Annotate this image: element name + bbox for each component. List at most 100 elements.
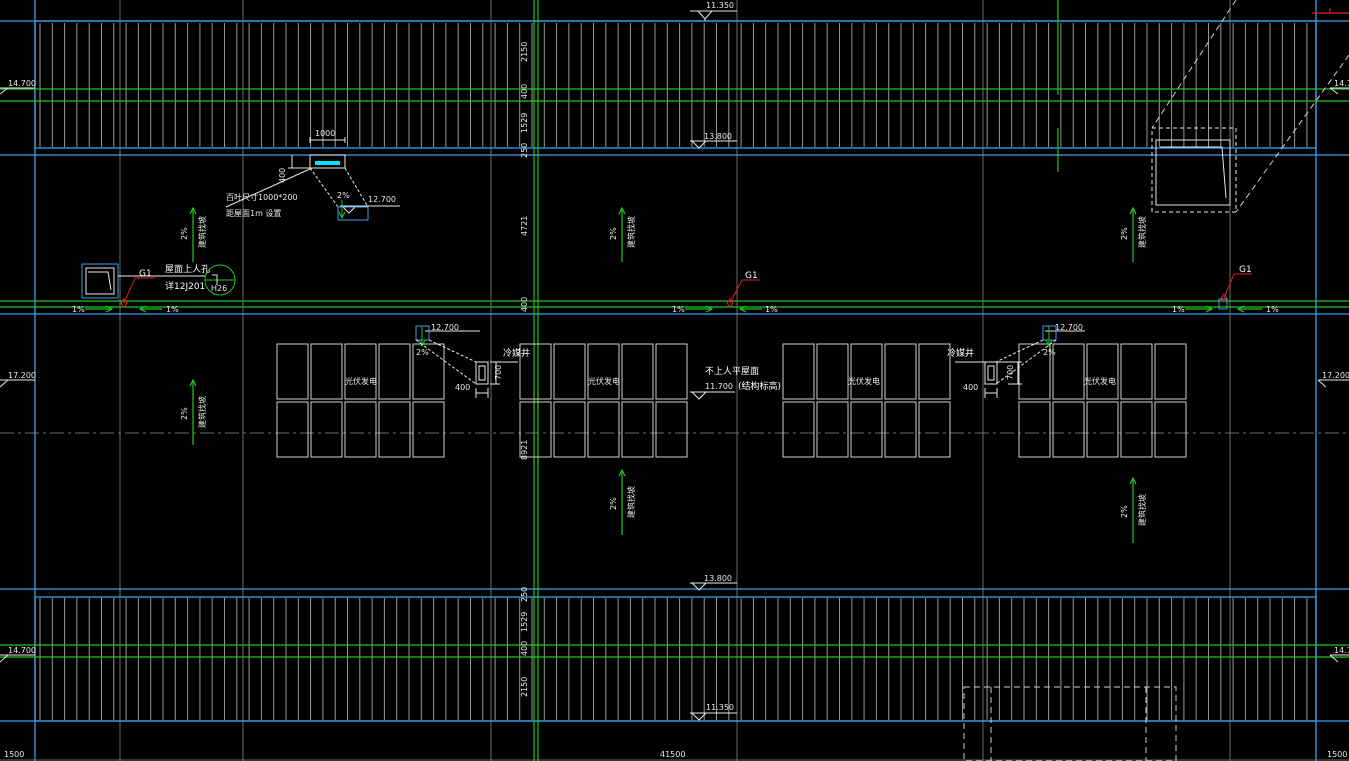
structural-elev-label: (结构标高) [738, 380, 781, 392]
slope-1pct-d: 1% [765, 305, 778, 314]
elev-left-top: 14.700 [8, 79, 36, 88]
solar-panel-array [276, 343, 1187, 458]
solar-panel [1018, 401, 1051, 458]
diagonal-dashed-guides [1151, 0, 1349, 213]
solar-panel [553, 401, 586, 458]
slope-find-4: 建筑找坡 [197, 396, 207, 428]
solar-panel [1018, 343, 1051, 400]
solar-panel [344, 343, 377, 400]
solar-label-2: 光伏发电 [588, 376, 620, 386]
slope-find-6: 建筑找坡 [1137, 494, 1147, 526]
solar-panel [1120, 401, 1153, 458]
slope-2pct-5: 2% [609, 497, 618, 510]
slope-2pct-4: 2% [180, 407, 189, 420]
solar-panel [655, 343, 688, 400]
solar-panel [1154, 343, 1187, 400]
solar-panel [310, 343, 343, 400]
solar-panel [1086, 343, 1119, 400]
dim-1529-bottom: 1529 [520, 612, 529, 632]
slope-find-5: 建筑找坡 [626, 486, 636, 518]
solar-panel [519, 401, 552, 458]
gutter-slope-arrows [85, 305, 1262, 313]
solar-panel [816, 401, 849, 458]
solar-panel [1154, 401, 1187, 458]
solar-panel [782, 343, 815, 400]
slope-1pct-e: 1% [1172, 305, 1185, 314]
bottom-roof-tile-band [39, 598, 1308, 720]
gutter-labels: G1 G1 G1 [139, 265, 1252, 281]
slope-2pct-2: 2% [609, 227, 618, 240]
solar-panel [378, 401, 411, 458]
solar-panel [1052, 401, 1085, 458]
solar-panel [918, 343, 951, 400]
solar-panel [310, 401, 343, 458]
solar-panel [276, 401, 309, 458]
dim-400-bottom: 400 [520, 641, 529, 656]
skylight-opening [1151, 127, 1237, 213]
dim-250-top: 250 [520, 143, 529, 158]
elev-right-top: 14.700 [1334, 79, 1349, 88]
dim-250-bottom: 250 [520, 587, 529, 602]
roof-hatch-ref: 详12J201 [165, 280, 205, 292]
slope-1pct-b: 1% [166, 305, 179, 314]
solar-panel [1052, 343, 1085, 400]
elev-ridge-bottom: 11.350 [706, 703, 734, 712]
solar-panel [378, 343, 411, 400]
shaft-right-width: 400 [963, 383, 978, 392]
elev-left-mid: 17.200 [8, 371, 36, 380]
dim-2150-top: 2150 [520, 42, 529, 62]
roof-hatch-texts: 屋面上人孔 详12J201 H26 [165, 264, 227, 293]
cooling-left-label: 冷媒井 [503, 347, 530, 359]
solar-panel [655, 401, 688, 458]
solar-label-4: 光伏发电 [1084, 376, 1116, 386]
dim-8921: 8921 [520, 440, 529, 460]
north-marker-icon [1312, 8, 1349, 14]
roof-slope-arrows [189, 206, 1137, 543]
elev-ridge-top: 11.350 [706, 1, 734, 10]
bottom-dimensions: 1500 41500 1500 [4, 750, 1347, 759]
dim-2150-bottom: 2150 [520, 677, 529, 697]
solar-panel [884, 343, 917, 400]
gutter-label-2: G1 [745, 271, 758, 281]
slope-1pct-f: 1% [1266, 305, 1279, 314]
solar-panel [276, 343, 309, 400]
louver-vent [225, 137, 369, 221]
louver-slope: 2% [337, 191, 350, 200]
dim-400-top: 400 [520, 84, 529, 99]
louver-note-2: 距屋面1m 设置 [226, 208, 281, 218]
solar-panel [621, 343, 654, 400]
cooling-shaft-texts: 冷媒井 冷媒井 400 700 400 700 2% 2% [416, 347, 1056, 392]
vertical-dimensions: 2150 400 1529 250 4721 400 8921 250 1529… [520, 42, 529, 697]
elev-vent: 12.700 [368, 195, 396, 204]
solar-panel [1086, 401, 1119, 458]
solar-label-1: 光伏发电 [345, 376, 377, 386]
solar-panel [782, 401, 815, 458]
roof-hatch-label: 屋面上人孔 [165, 264, 210, 275]
top-roof-tile-band [39, 23, 1308, 147]
elev-right-bottom: 14.700 [1334, 646, 1349, 655]
shaft-right-slope: 2% [1043, 348, 1056, 357]
dashed-equipment-zone [963, 686, 1177, 761]
solar-label-3: 光伏发电 [848, 376, 880, 386]
cooling-right-label: 冷媒井 [947, 347, 974, 359]
solar-panel [850, 343, 883, 400]
solar-panel [918, 401, 951, 458]
dim-bottom-right: 1500 [1327, 750, 1347, 759]
solar-panel [850, 401, 883, 458]
solar-panel [519, 343, 552, 400]
solar-panel [587, 401, 620, 458]
dim-bottom-left: 1500 [4, 750, 24, 759]
solar-labels: 光伏发电 光伏发电 光伏发电 光伏发电 [345, 376, 1116, 386]
roof-hatch-circle-label: H26 [211, 284, 227, 293]
slope-find-2: 建筑找坡 [626, 216, 636, 248]
dim-400-mid: 400 [520, 297, 529, 312]
louver-texts: 1000 400 百叶尺寸1000*200 距屋面1m 设置 2% [226, 129, 350, 218]
slope-2pct-6: 2% [1120, 505, 1129, 518]
solar-panel [816, 343, 849, 400]
solar-panel [1120, 343, 1153, 400]
cooling-shaft-right [955, 325, 1057, 398]
shaft-left-width: 400 [455, 383, 470, 392]
slope-1pct-c: 1% [672, 305, 685, 314]
